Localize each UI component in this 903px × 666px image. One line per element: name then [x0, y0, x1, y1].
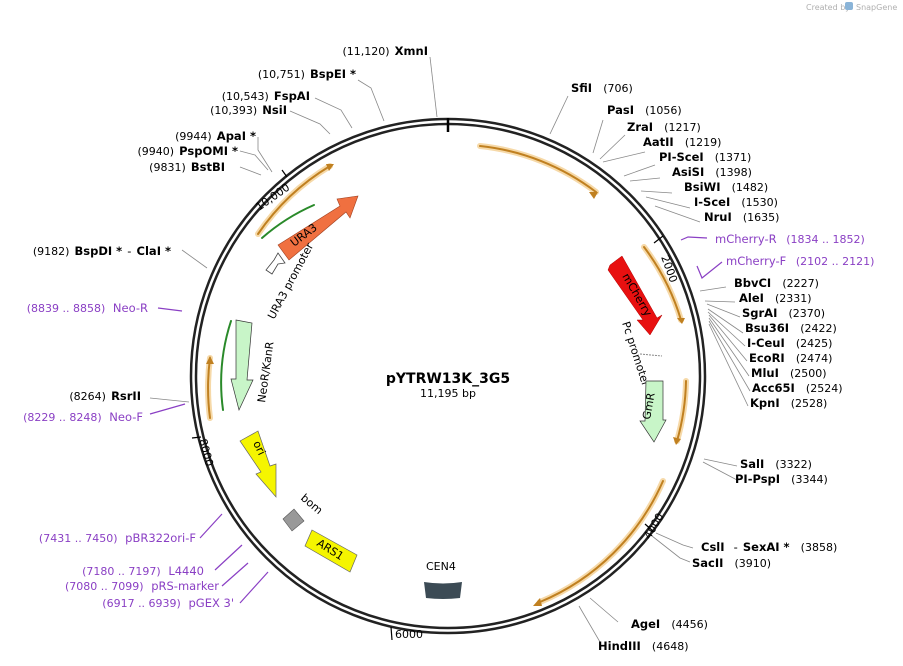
site-mlui: MluI (2500) — [751, 362, 827, 381]
site-csli-sexai: CslI - SexAI * (3858) — [701, 536, 837, 555]
site-bbvci: BbvCI (2227) — [734, 272, 819, 291]
feature-neor — [230, 319, 254, 412]
primer-marks — [149, 236, 723, 604]
site-fspai: (10,543) FspAI — [222, 85, 310, 104]
feature-cen4 — [424, 582, 462, 599]
site-hindiii: HindIII (4648) — [598, 635, 689, 654]
site-zrai: ZraI (1217) — [627, 116, 701, 135]
site-i-ceui: I-CeuI (2425) — [747, 332, 832, 351]
site-sali: SalI (3322) — [740, 453, 812, 472]
site-asisi: AsiSI (1398) — [672, 161, 752, 180]
feature-gmr-label: GmR — [640, 391, 658, 420]
site-sgrai: SgrAI (2370) — [742, 302, 825, 321]
orf-arcs — [205, 143, 689, 605]
site-sacii: SacII (3910) — [692, 552, 771, 571]
feature-ori — [239, 430, 277, 498]
site-bsiwi: BsiWI (1482) — [684, 176, 768, 195]
tick-label-6000: 6000 — [395, 628, 423, 641]
primer-pgex-3: (6917 .. 6939) pGEX 3' — [102, 596, 234, 610]
feature-mcherry — [607, 255, 663, 336]
site-apai: (9944) ApaI * — [175, 125, 256, 144]
feature-ars1 — [304, 529, 358, 573]
site-i-scei: I-SceI (1530) — [694, 191, 778, 210]
primer-prs-marker: (7080 .. 7099) pRS-marker — [65, 579, 219, 593]
site-pspomi: (9940) PspOMI * — [138, 140, 239, 159]
site-xmni: (11,120) XmnI — [343, 40, 429, 59]
plasmid-name: pYTRW13K_3G5 — [386, 371, 510, 387]
site-bspdi-clai: (9182) BspDI * - ClaI * — [33, 240, 171, 259]
site-bspei: (10,751) BspEI * — [258, 63, 356, 82]
feature-ura3 — [277, 195, 359, 261]
feature-neor-label: NeoR/KanR — [255, 340, 276, 403]
primer-mcherry-r: mCherry-R (1834 .. 1852) — [715, 232, 865, 246]
site-bstbi: (9831) BstBI — [149, 156, 225, 175]
feature-ura3-promoter-arrow — [265, 252, 286, 275]
site-nrui: NruI (1635) — [704, 206, 779, 225]
orf-arrowheads — [206, 164, 685, 606]
site-pi-pspi: PI-PspI (3344) — [735, 468, 828, 487]
snapgene-logo-icon — [845, 2, 853, 10]
site-kpni: KpnI (2528) — [750, 392, 827, 411]
plasmid-size: 11,195 bp — [420, 387, 476, 400]
site-leader-lines — [149, 56, 751, 643]
primer-mcherry-f: mCherry-F (2102 .. 2121) — [726, 254, 874, 268]
feature-bom — [282, 508, 305, 532]
site-pi-scei: PI-SceI (1371) — [659, 146, 751, 165]
feature-pc-promoter-arrow — [639, 353, 663, 357]
primer-neo-r: (8839 .. 8858) Neo-R — [27, 301, 148, 315]
site-pasi: PasI (1056) — [607, 99, 682, 118]
primer-pbr322ori-f: (7431 .. 7450) pBR322ori-F — [39, 531, 196, 545]
site-rsrii: (8264) RsrII — [69, 385, 141, 404]
tick-marks — [191, 169, 664, 641]
site-nsii: (10,393) NsiI — [210, 99, 287, 118]
site-alei: AleI (2331) — [739, 287, 812, 306]
feature-gmr — [639, 380, 667, 443]
site-acc65i: Acc65I (2524) — [752, 377, 843, 396]
site-agei: AgeI (4456) — [631, 613, 708, 632]
credit-prefix: Created by — [806, 3, 850, 12]
feature-cen4-label: CEN4 — [426, 560, 456, 573]
primer-neo-f: (8229 .. 8248) Neo-F — [23, 410, 143, 424]
feature-ori-label: ori — [250, 439, 268, 457]
site-ecori: EcoRI (2474) — [749, 347, 832, 366]
primer-l4440: (7180 .. 7197) L4440 — [82, 564, 204, 578]
site-bsu36i: Bsu36I (2422) — [745, 317, 837, 336]
feature-bom-label: bom — [298, 491, 325, 517]
site-aatii: AatII (1219) — [643, 131, 721, 150]
site-sfii: SfiI (706) — [571, 77, 633, 96]
credit-brand: SnapGene — [856, 3, 897, 12]
tick-label-8000: 8000 — [196, 437, 216, 467]
